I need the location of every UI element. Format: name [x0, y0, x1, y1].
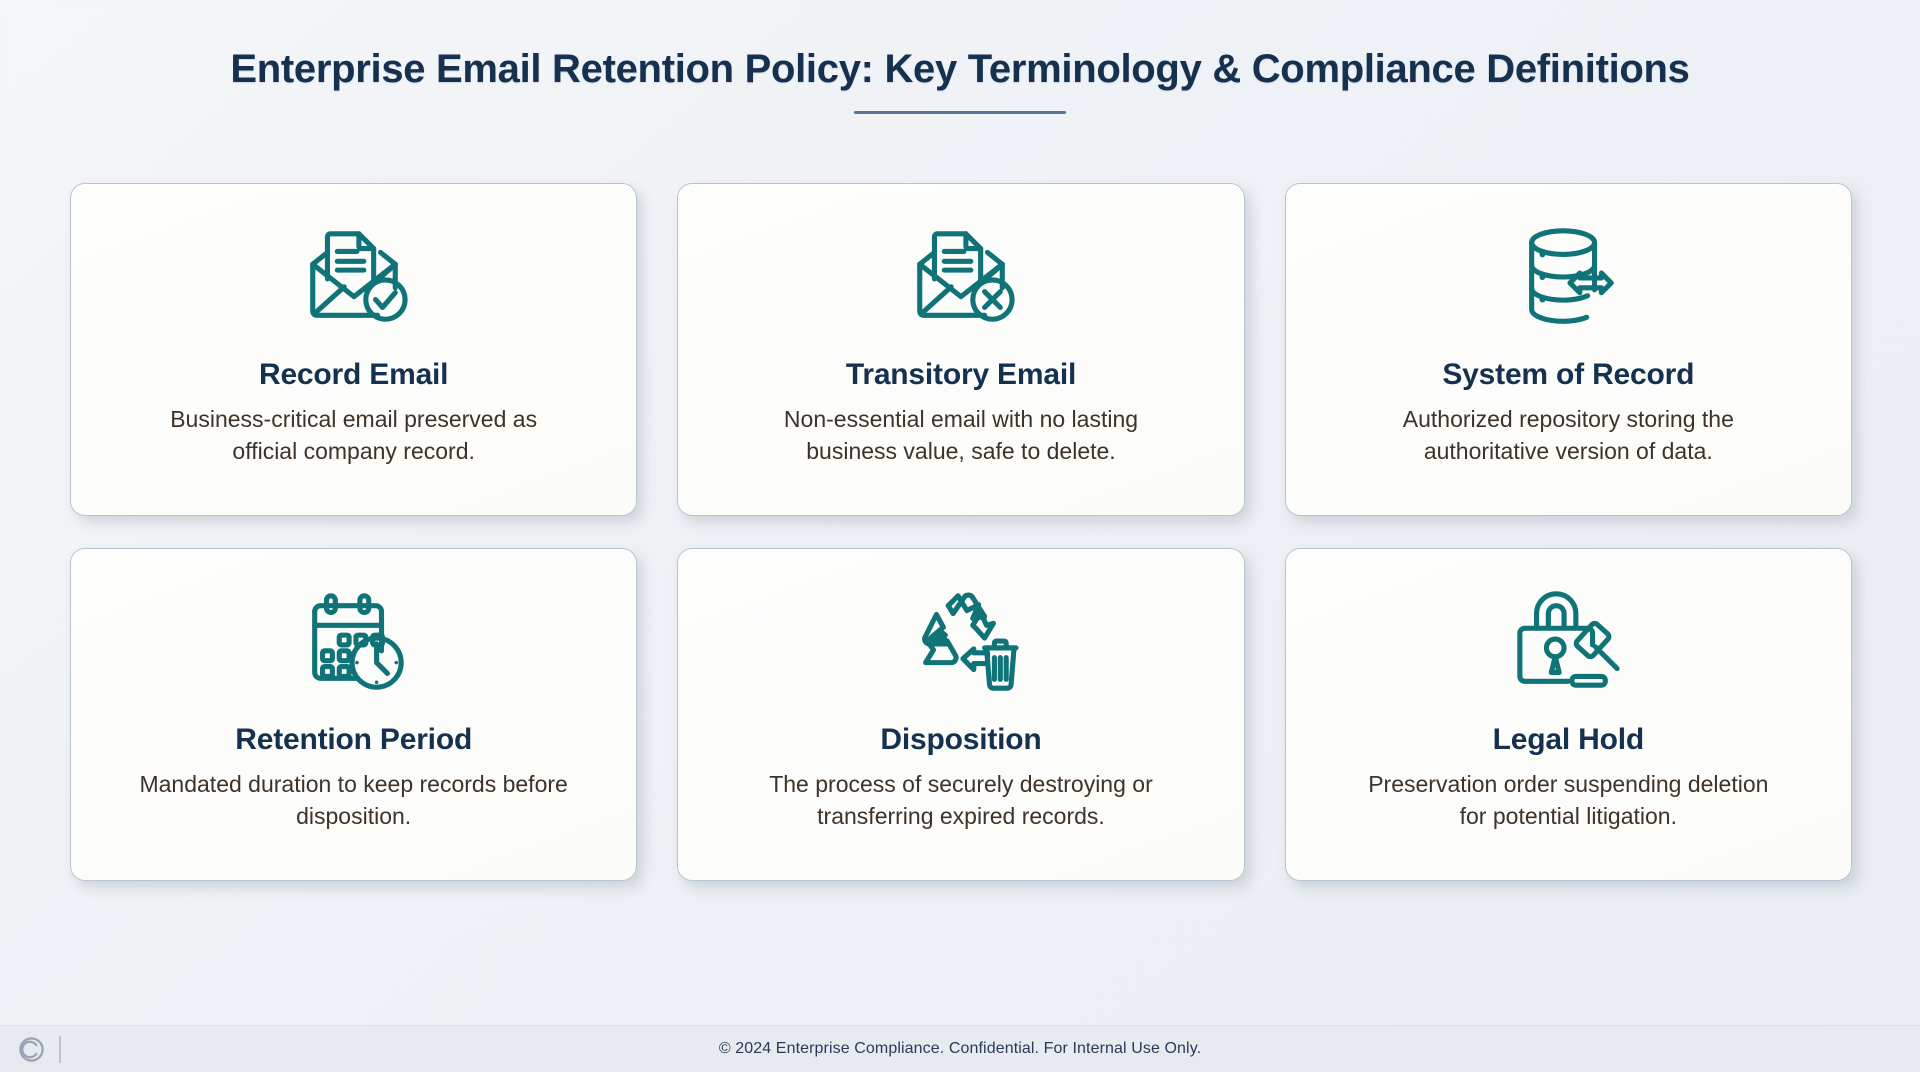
- copyright-c-logo-icon: [19, 1037, 44, 1062]
- card-title: Retention Period: [235, 723, 473, 756]
- card-description: Preservation order suspending deletion f…: [1368, 771, 1769, 829]
- card-description: Authorized repository storing the author…: [1402, 406, 1734, 464]
- page-title: Enterprise Email Retention Policy: Key T…: [230, 47, 1690, 91]
- footer-brand: [18, 1026, 61, 1072]
- card-title: Record Email: [258, 358, 449, 391]
- card-description: Non-essential email with no lasting busi…: [783, 406, 1139, 464]
- card-description: The process of securely destroying or tr…: [769, 771, 1153, 829]
- definition-card-grid: Record Email Business-critical email pre…: [70, 183, 1852, 881]
- footer-divider: [59, 1036, 61, 1063]
- recycle-trash-icon: [902, 583, 1020, 701]
- card-legal-hold[interactable]: Legal Hold Preservation order suspending…: [1284, 548, 1852, 881]
- card-description: Business-critical email preserved as off…: [170, 406, 538, 464]
- card-title: Disposition: [880, 723, 1042, 756]
- title-accent-rule: [854, 111, 1066, 114]
- card-disposition[interactable]: Disposition The process of securely dest…: [677, 548, 1245, 881]
- envelope-document-check-icon: [295, 218, 413, 336]
- padlock-gavel-icon: [1509, 583, 1627, 701]
- card-system-of-record[interactable]: System of Record Authorized repository s…: [1284, 183, 1852, 516]
- card-description: Mandated duration to keep records before…: [139, 771, 568, 829]
- database-exchange-icon: [1509, 218, 1627, 336]
- envelope-document-x-icon: [902, 218, 1020, 336]
- card-record-email[interactable]: Record Email Business-critical email pre…: [70, 183, 638, 516]
- card-title: Transitory Email: [845, 358, 1077, 391]
- card-transitory-email[interactable]: Transitory Email Non-essential email wit…: [677, 183, 1245, 516]
- card-title: Legal Hold: [1492, 723, 1645, 756]
- card-title: System of Record: [1442, 358, 1695, 391]
- footer: © 2024 Enterprise Compliance. Confidenti…: [0, 1025, 1920, 1072]
- header: Enterprise Email Retention Policy: Key T…: [0, 0, 1920, 114]
- footer-copyright-text: © 2024 Enterprise Compliance. Confidenti…: [718, 1040, 1202, 1057]
- calendar-clock-icon: [295, 583, 413, 701]
- card-retention-period[interactable]: Retention Period Mandated duration to ke…: [70, 548, 638, 881]
